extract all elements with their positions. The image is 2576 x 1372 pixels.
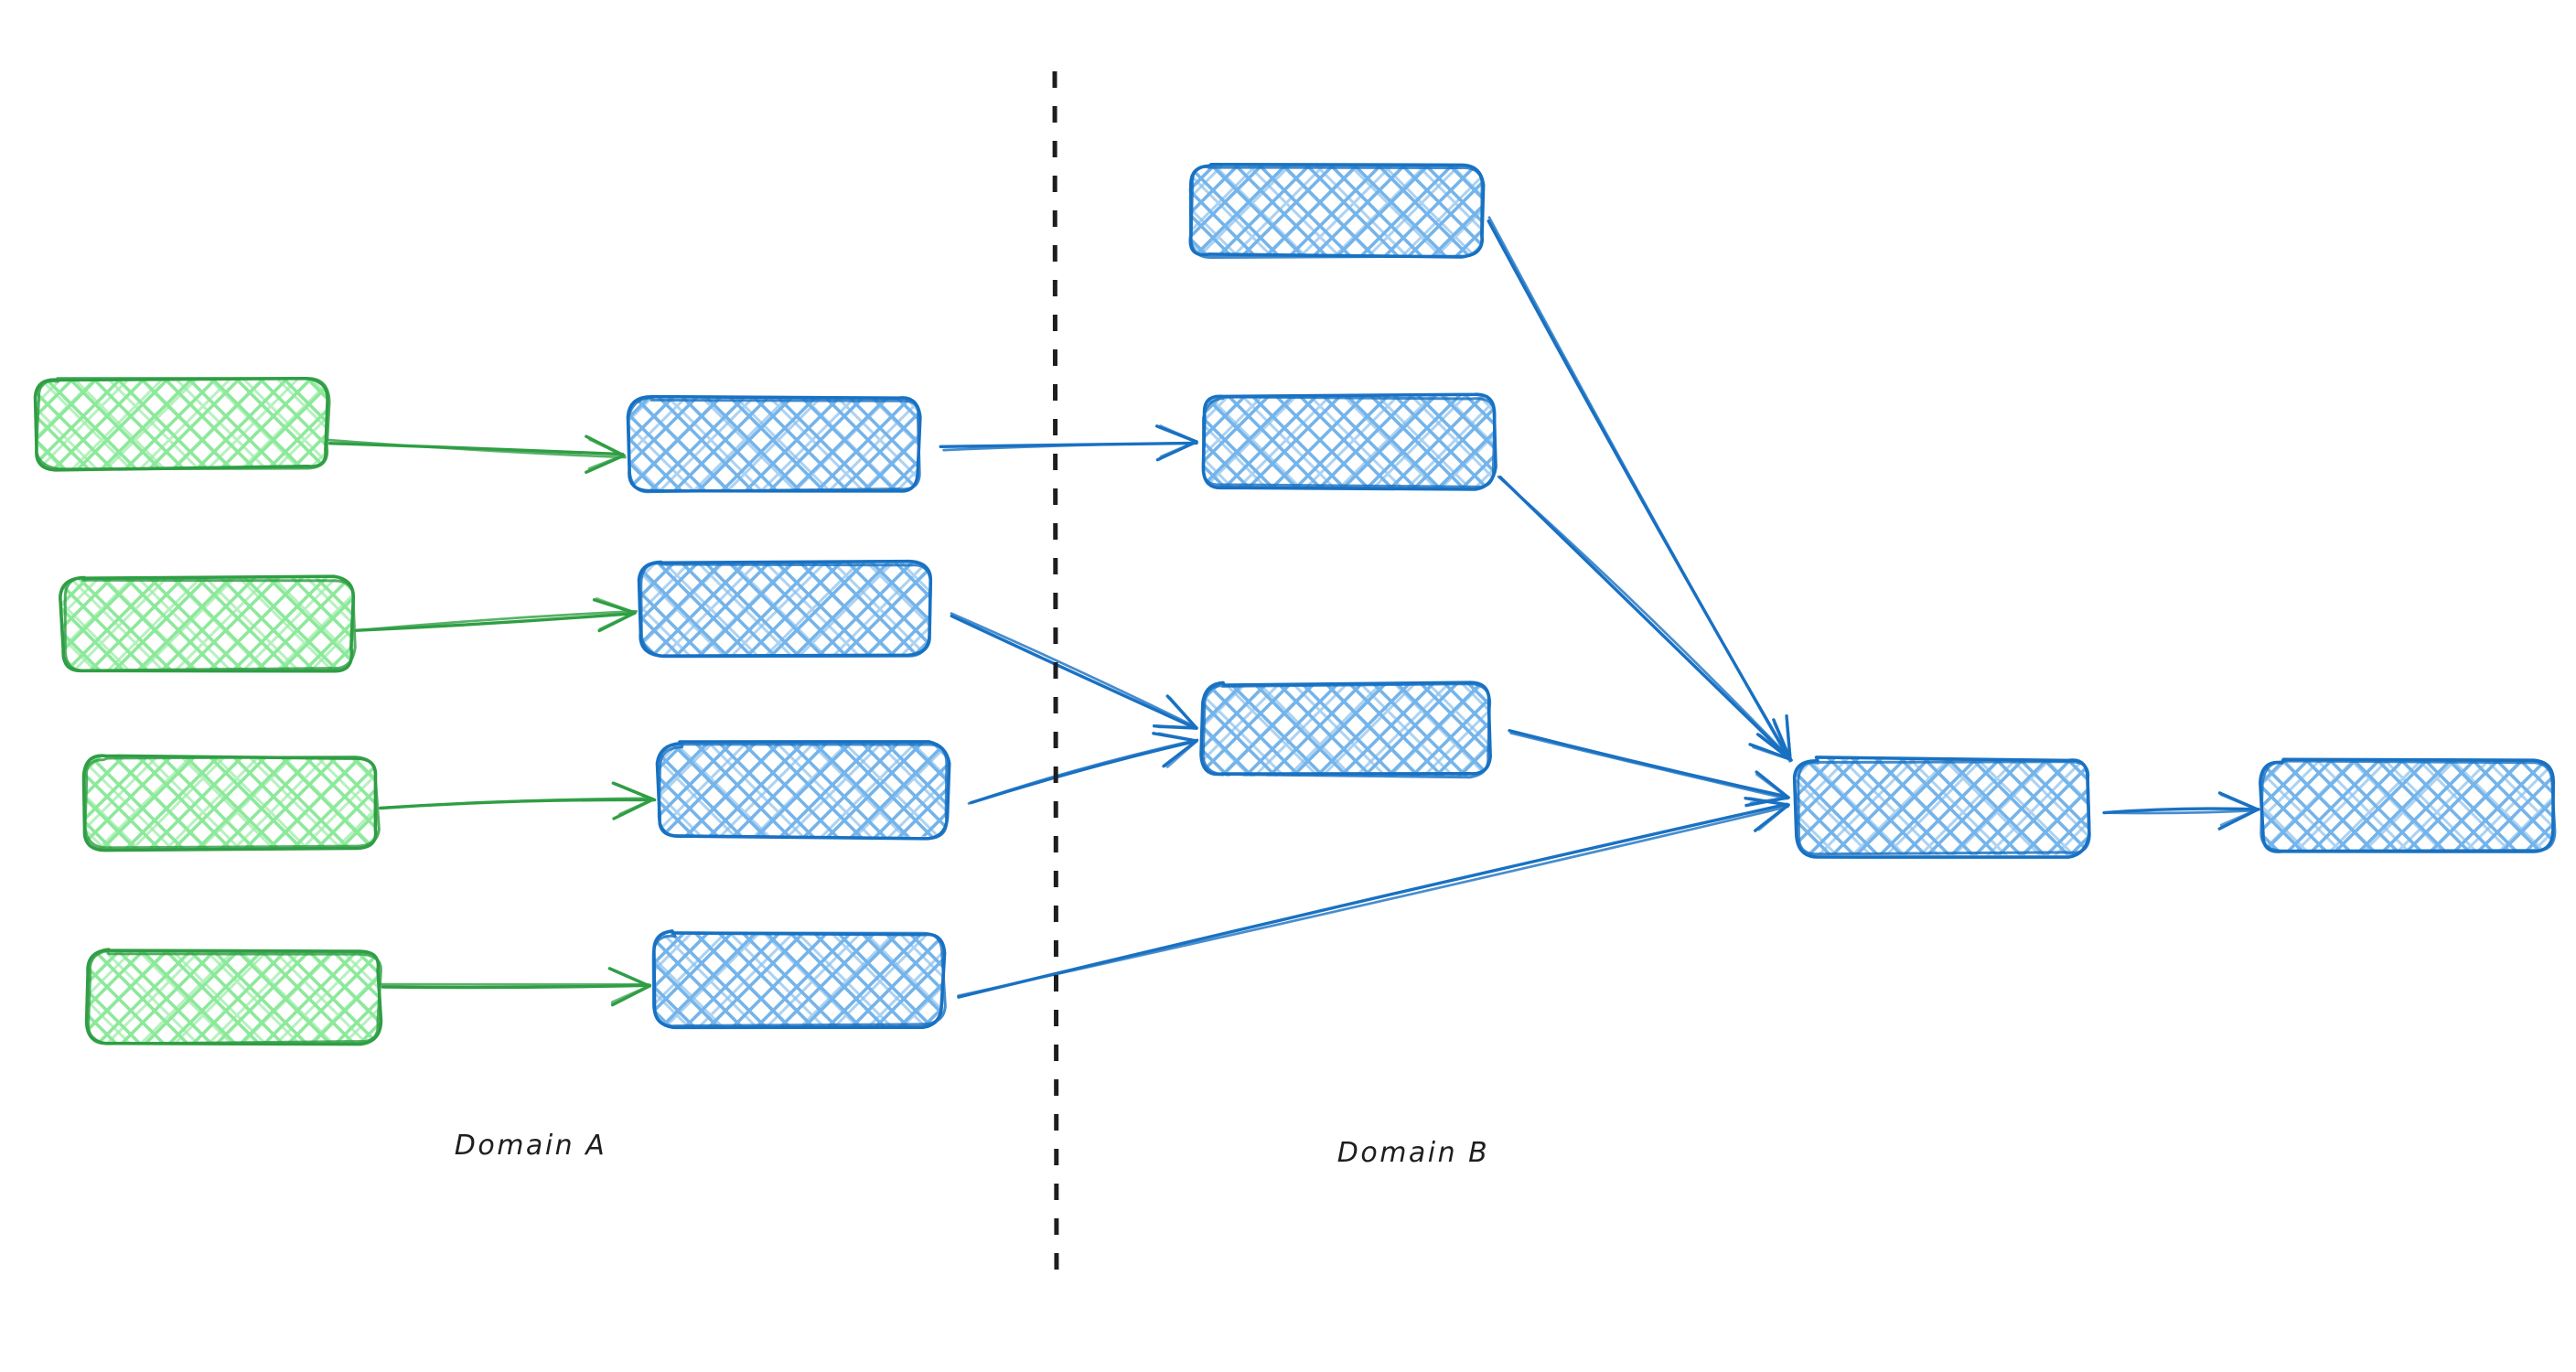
node-out[interactable] xyxy=(2259,757,2557,853)
node-a4[interactable] xyxy=(84,948,383,1046)
node-outline-pass2 xyxy=(35,377,331,471)
node-a2[interactable] xyxy=(59,574,357,673)
node-a3[interactable] xyxy=(81,754,381,852)
node-outline-pass2 xyxy=(1201,682,1492,779)
node-fill-hatch-overlay xyxy=(1795,758,2089,855)
edge-stroke-pass2 xyxy=(967,738,1199,805)
edge-stroke-pass1 xyxy=(355,611,636,632)
node-a1[interactable] xyxy=(33,376,331,472)
edge-stroke-pass1 xyxy=(1498,476,1793,762)
edge-stroke-pass1 xyxy=(1508,729,1788,799)
edge-stroke-pass2 xyxy=(326,438,627,459)
arrowhead xyxy=(1744,796,1790,832)
edge-stroke-pass1 xyxy=(969,739,1197,805)
edge-m4-to-hub[interactable] xyxy=(957,796,1790,999)
edges-layer xyxy=(326,216,2260,1007)
node-fill-hatch-overlay xyxy=(36,378,327,469)
edge-hub-to-out[interactable] xyxy=(2102,791,2260,831)
node-fill-hatch-overlay xyxy=(1202,394,1494,488)
node-b3[interactable] xyxy=(1199,681,1492,779)
arrowhead xyxy=(607,967,651,1007)
node-fill-hatch-overlay xyxy=(61,577,354,670)
edge-stroke-pass2 xyxy=(1497,475,1792,761)
edge-stroke-pass2 xyxy=(380,797,653,809)
node-fill-hatch-overlay xyxy=(84,756,377,850)
edge-stroke-pass1 xyxy=(381,983,652,990)
node-outline-pass2 xyxy=(639,562,932,659)
arrowhead xyxy=(585,434,626,474)
node-fill-hatch-overlay xyxy=(1202,683,1491,777)
label-domain-a: Domain A xyxy=(455,1130,606,1162)
node-fill-hatch-overlay xyxy=(658,743,949,838)
arrowhead xyxy=(1152,732,1198,768)
node-m3[interactable] xyxy=(655,740,951,841)
node-outline-pass2 xyxy=(627,396,921,494)
edge-a4-to-m4[interactable] xyxy=(380,967,652,1007)
edge-stroke-pass1 xyxy=(2102,807,2260,815)
node-fill-hatch-overlay xyxy=(628,396,918,492)
arrowhead xyxy=(2217,791,2259,831)
node-outline-pass2 xyxy=(651,931,947,1028)
node-outline-pass2 xyxy=(2259,759,2557,852)
edge-a3-to-m3[interactable] xyxy=(379,781,657,820)
edge-b2-to-hub[interactable] xyxy=(1497,475,1793,762)
node-outline-pass2 xyxy=(1797,760,2091,856)
node-fill-hatch-overlay xyxy=(2261,760,2554,853)
node-outline-pass2 xyxy=(1189,165,1484,259)
node-m1[interactable] xyxy=(626,394,922,494)
edge-stroke-pass1 xyxy=(327,441,625,456)
edge-m3-to-b3[interactable] xyxy=(967,732,1199,805)
edge-m1-to-b2[interactable] xyxy=(939,424,1198,462)
label-domain-b: Domain B xyxy=(1337,1137,1490,1169)
arrowhead xyxy=(1152,694,1198,730)
node-m2[interactable] xyxy=(637,559,933,659)
edge-stroke-pass2 xyxy=(1487,216,1791,763)
domain-divider xyxy=(1052,70,1059,1285)
arrowhead xyxy=(1154,424,1198,462)
node-b1[interactable] xyxy=(1188,162,1486,259)
node-m4[interactable] xyxy=(651,929,947,1030)
edge-stroke-pass2 xyxy=(354,609,638,632)
arrowhead xyxy=(611,781,655,820)
node-fill-hatch-overlay xyxy=(653,932,943,1027)
arrowhead xyxy=(1748,718,1792,761)
edge-m2-to-b3[interactable] xyxy=(950,612,1198,730)
node-fill-hatch-overlay xyxy=(639,561,930,656)
edge-stroke-pass2 xyxy=(942,441,1198,452)
divider-layer xyxy=(1052,70,1059,1285)
edge-a2-to-m2[interactable] xyxy=(354,597,638,633)
edge-stroke-pass2 xyxy=(2104,809,2257,815)
node-outline-pass2 xyxy=(1201,395,1497,488)
edge-stroke-pass1 xyxy=(950,614,1197,730)
node-hub[interactable] xyxy=(1792,756,2091,859)
edge-b3-to-hub[interactable] xyxy=(1508,729,1790,808)
node-b2[interactable] xyxy=(1201,392,1497,491)
nodes-layer xyxy=(33,162,2557,1046)
node-fill-hatch-overlay xyxy=(86,950,381,1044)
labels-layer: Domain A Domain B xyxy=(455,1130,1490,1169)
node-outline-pass2 xyxy=(87,949,382,1045)
edge-b1-to-hub[interactable] xyxy=(1487,216,1792,763)
arrowhead xyxy=(592,597,637,633)
node-outline-pass2 xyxy=(657,743,949,841)
node-fill-hatch-overlay xyxy=(1188,164,1483,257)
edge-a1-to-m1[interactable] xyxy=(326,434,627,474)
node-outline-pass2 xyxy=(83,756,381,850)
node-outline-pass2 xyxy=(63,575,357,672)
edge-stroke-pass2 xyxy=(1509,732,1788,800)
edge-stroke-pass2 xyxy=(957,805,1789,998)
edge-stroke-pass2 xyxy=(950,612,1197,728)
